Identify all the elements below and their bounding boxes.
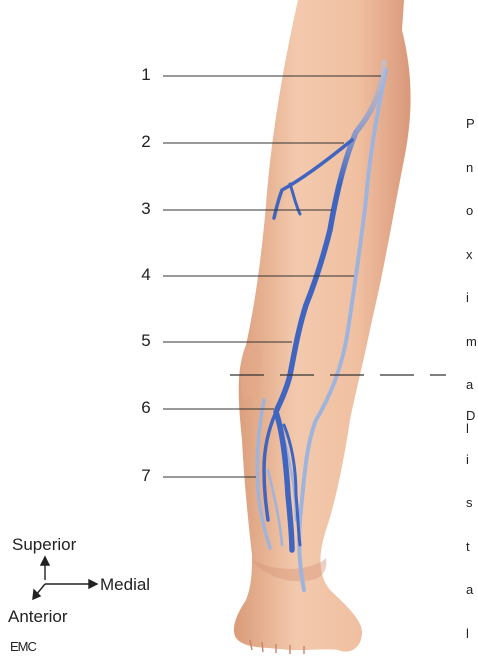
medial-arrowhead: [89, 580, 97, 588]
upper-letter: i: [466, 291, 478, 306]
label-7: 7: [136, 466, 156, 486]
lower-letter: s: [466, 496, 478, 511]
label-4: 4: [136, 265, 156, 285]
upper-letter: n: [466, 161, 478, 176]
lower-letter: l: [466, 627, 478, 642]
publisher-credit: EMC: [10, 639, 36, 654]
anterior-label: Anterior: [8, 607, 68, 627]
lower-letter: i: [466, 453, 478, 468]
upper-letter: x: [466, 248, 478, 263]
lower-letter: D: [466, 409, 478, 424]
orientation-arrows: [33, 557, 97, 599]
upper-letter: P: [466, 117, 478, 132]
medial-label: Medial: [100, 575, 150, 595]
lower-letter: t: [466, 540, 478, 555]
label-1: 1: [136, 65, 156, 85]
side-text-lower: D i s t a l: [466, 380, 478, 670]
lower-letter: a: [466, 583, 478, 598]
upper-letter: m: [466, 335, 478, 350]
label-3: 3: [136, 199, 156, 219]
label-6: 6: [136, 398, 156, 418]
leg-shape: [234, 0, 411, 652]
label-5: 5: [136, 331, 156, 351]
label-2: 2: [136, 132, 156, 152]
superior-label: Superior: [12, 535, 76, 555]
upper-letter: o: [466, 204, 478, 219]
superior-arrowhead: [41, 557, 49, 565]
